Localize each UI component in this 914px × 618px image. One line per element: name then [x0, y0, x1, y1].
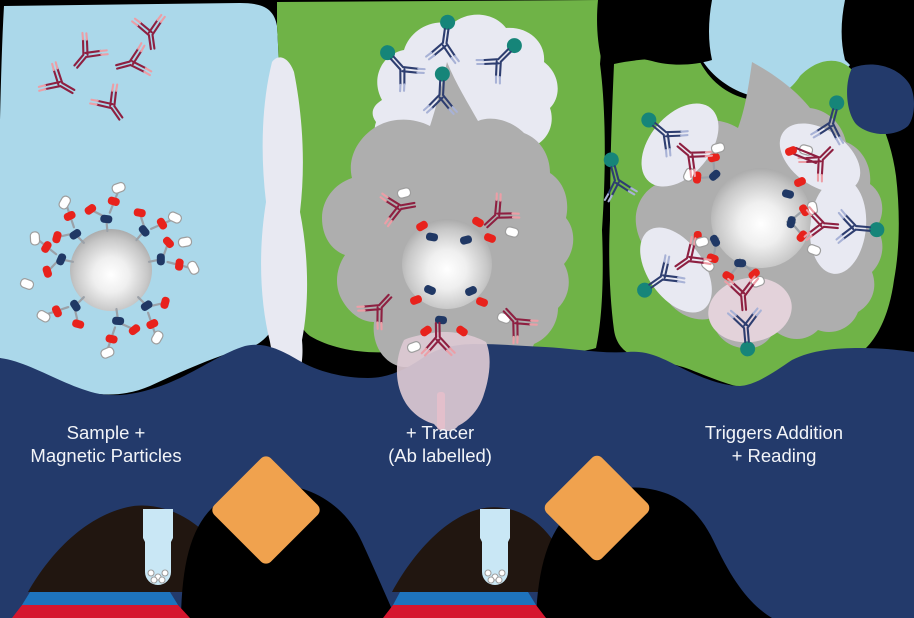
linker-cap — [177, 235, 193, 249]
step-label-line: + Reading — [732, 445, 817, 466]
separation-mound-1 — [28, 505, 234, 592]
collected-beads — [484, 569, 506, 584]
sample-panel-background — [0, 3, 297, 395]
haze-streak — [437, 392, 445, 430]
test-tube-1 — [143, 509, 173, 585]
step-label-line: (Ab labelled) — [388, 445, 492, 466]
step-label-line: Sample + — [67, 422, 146, 443]
magnet-2 — [383, 592, 546, 618]
magnet-red-pole — [383, 605, 546, 618]
antibody-fragment — [792, 146, 820, 165]
magnetic-particle-2 — [356, 186, 539, 356]
complex-halo — [708, 277, 792, 343]
step-label-line: + Tracer — [406, 422, 474, 443]
step-label-2: + Tracer (Ab labelled) — [388, 422, 492, 466]
collected-beads — [147, 569, 169, 584]
magnetic-particle-1 — [18, 181, 200, 360]
panel-divider-haze — [261, 57, 308, 385]
step-label-3: Triggers Addition + Reading — [705, 422, 843, 466]
reagent-diamond-2 — [544, 455, 650, 561]
corner-navy-blob — [847, 64, 914, 135]
step-label-line: Magnetic Particles — [30, 445, 181, 466]
magnet-1 — [12, 592, 190, 618]
magnet-blue-pole — [393, 592, 536, 605]
tracer-particle-cloud — [322, 62, 574, 375]
step-label-line: Triggers Addition — [705, 422, 843, 443]
tracer-haze — [396, 332, 490, 432]
corner-complex — [783, 91, 855, 165]
complex-halo — [809, 178, 867, 274]
top-gap-shadow — [597, 0, 712, 65]
reagent-diamond-1 — [212, 456, 320, 564]
magnet-red-pole — [12, 605, 190, 618]
magnetic-particle-3 — [593, 89, 886, 358]
step-label-1: Sample + Magnetic Particles — [30, 422, 181, 466]
test-tube-2 — [480, 509, 510, 585]
magnet-blue-pole — [22, 592, 178, 605]
